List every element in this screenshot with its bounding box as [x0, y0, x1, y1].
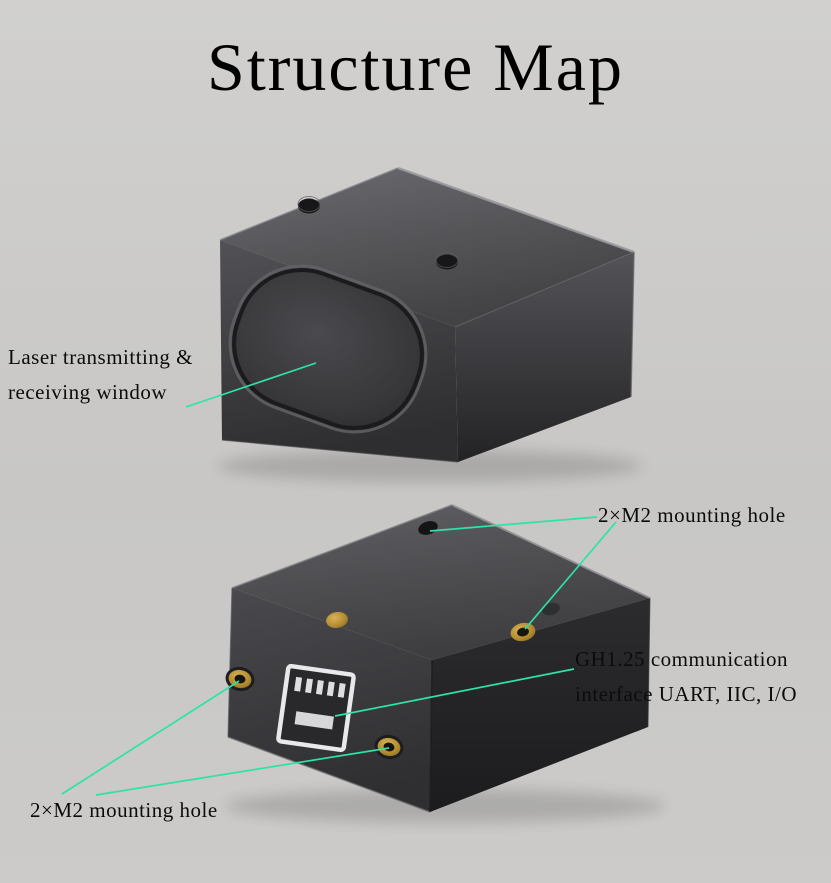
- edge-highlight: [221, 439, 459, 463]
- label-gh125-line1: GH1.25 communication: [575, 647, 788, 671]
- label-mounting-hole-top: 2×M2 mounting hole: [598, 503, 786, 527]
- edge-highlight: [227, 736, 431, 813]
- edge-highlight: [630, 251, 635, 398]
- connector-pin: [337, 683, 346, 698]
- connector-pin: [305, 678, 313, 694]
- connector-pin: [294, 676, 303, 692]
- leader-mounting-top-b: [524, 521, 617, 630]
- label-laser-window: Laser transmitting & receiving window: [8, 340, 193, 410]
- top-screw-hole: [297, 196, 321, 214]
- leader-mounting-bottom-b: [95, 747, 390, 796]
- connector-housing: [276, 663, 356, 753]
- laser-module-back-view: [225, 504, 665, 823]
- leader-lines: [61, 362, 617, 796]
- edge-highlight: [227, 587, 233, 738]
- page-title: Structure Map: [207, 29, 624, 105]
- device1-shadow: [218, 450, 642, 482]
- device1-top-face: [220, 168, 634, 327]
- laser-module-front-view: [218, 166, 642, 482]
- laser-window: [228, 264, 428, 434]
- edge-shadow: [429, 659, 433, 813]
- leader-mounting-top-a: [429, 516, 598, 532]
- edge-highlight: [454, 251, 635, 328]
- connector-pin: [315, 679, 324, 695]
- top-mounting-hole-brass: [510, 622, 536, 642]
- edge-highlight: [231, 504, 453, 589]
- leader-laser-window: [185, 362, 317, 408]
- top-recess: [542, 602, 560, 616]
- brass-insert: [326, 611, 348, 629]
- label-laser-window-line2: receiving window: [8, 380, 168, 404]
- label-gh125-interface: GH1.25 communication interface UART, IIC…: [575, 642, 797, 712]
- connector-latch: [294, 711, 334, 730]
- device1-right-face: [455, 252, 634, 462]
- connector-pin: [326, 681, 335, 697]
- gh125-connector: [276, 663, 356, 753]
- side-mounting-hole: [374, 734, 404, 760]
- label-mounting-hole-bottom: 2×M2 mounting hole: [30, 798, 218, 822]
- edge-highlight: [451, 504, 651, 599]
- laser-window-rim: [228, 264, 428, 434]
- leader-mounting-bottom-a: [61, 680, 240, 795]
- leader-gh125: [334, 668, 575, 717]
- top-screw-hole: [435, 252, 459, 270]
- laser-window-glass: [232, 268, 424, 430]
- label-laser-window-line1: Laser transmitting &: [8, 345, 193, 369]
- edge-shadow: [647, 597, 651, 728]
- label-gh125-line2: interface UART, IIC, I/O: [575, 682, 798, 706]
- device2-right-face: [430, 598, 650, 812]
- edge-highlight: [397, 166, 635, 254]
